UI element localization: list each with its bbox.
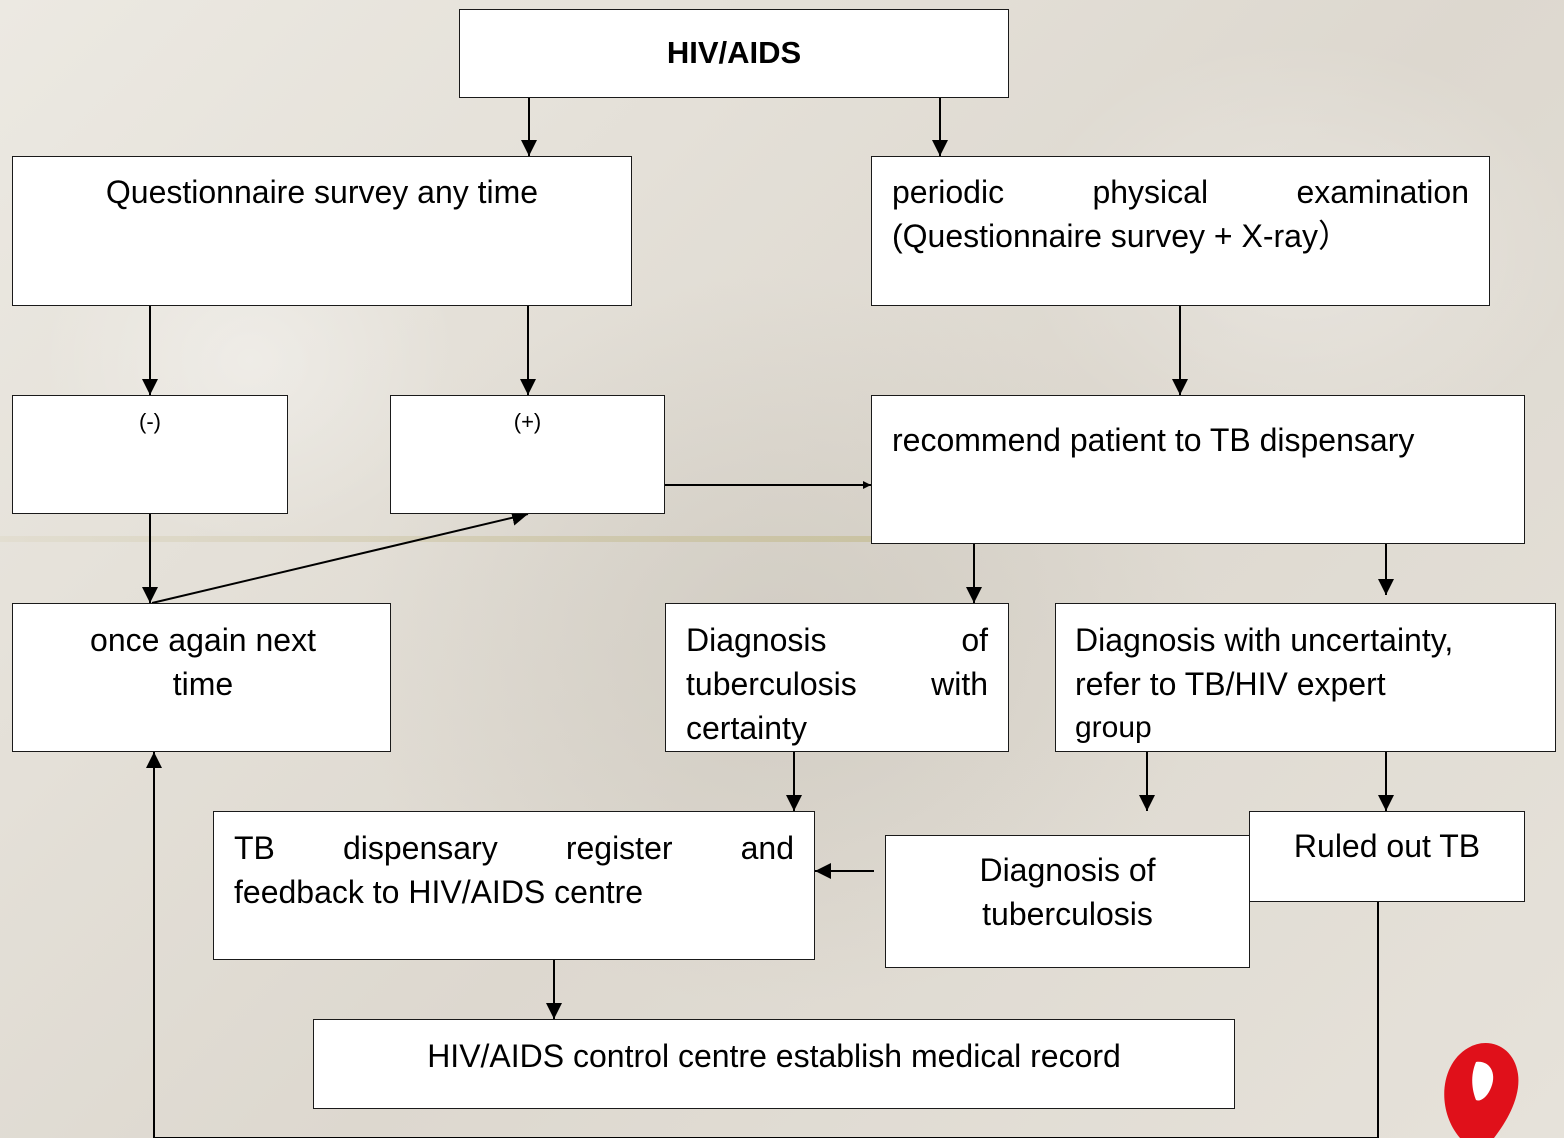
positive-result-label: (+) [513,409,542,434]
once-again-box: once again next time [12,603,391,752]
tb-register-box: TB dispensary register and feedback to H… [213,811,815,960]
diagnosis-uncertainty-box: Diagnosis with uncertainty, refer to TB/… [1055,603,1556,752]
once-again-label: once again next time [90,622,316,702]
positive-result-box: (+) [390,395,665,514]
tb-register-line-1: TB dispensary register and [234,830,794,866]
arrow-once-again-to-positive [151,509,529,604]
diagnosis-tuberculosis-line-2: tuberculosis [982,896,1153,932]
medical-record-box: HIV/AIDS control centre establish medica… [313,1019,1235,1109]
decorative-stripe [0,536,880,542]
ruled-out-tb-box: Ruled out TB [1249,811,1525,902]
questionnaire-survey-label: Questionnaire survey any time [105,174,539,210]
periodic-examination-line-2: (Questionnaire survey + X-ray） [892,218,1350,254]
diagnosis-tuberculosis-box: Diagnosis of tuberculosis [885,835,1250,968]
diagnosis-uncertainty-line-2: refer to TB/HIV expert [1075,666,1386,702]
tb-register-line-2: feedback to HIV/AIDS centre [234,874,644,910]
periodic-examination-box: periodic physical examination (Questionn… [871,156,1490,306]
medical-record-label: HIV/AIDS control centre establish medica… [427,1038,1121,1074]
recommend-patient-box: recommend patient to TB dispensary [871,395,1525,544]
diagnosis-uncertainty-line-3: group [1075,711,1152,744]
diagnosis-certainty-box: Diagnosis of tuberculosis with certainty [665,603,1009,752]
red-ribbon-icon [1444,1043,1519,1138]
diagnosis-tuberculosis-line-1: Diagnosis of [979,852,1156,888]
diagnosis-certainty-line-2: tuberculosis with [686,666,988,702]
negative-result-box: (-) [12,395,288,514]
arrow-ruled-out-loop-to-once-again [146,752,1379,1138]
ruled-out-tb-label: Ruled out TB [1293,828,1481,864]
diagnosis-certainty-line-3: certainty [686,710,807,746]
diagnosis-certainty-line-1: Diagnosis of [686,622,988,658]
hiv-aids-label: HIV/AIDS [666,35,802,70]
questionnaire-survey-box: Questionnaire survey any time [12,156,632,306]
periodic-examination-line-1: periodic physical examination [892,174,1469,210]
hiv-aids-box: HIV/AIDS [459,9,1009,98]
diagnosis-uncertainty-line-1: Diagnosis with uncertainty, [1075,622,1454,658]
negative-result-label: (-) [139,409,161,434]
recommend-patient-label: recommend patient to TB dispensary [892,422,1415,458]
